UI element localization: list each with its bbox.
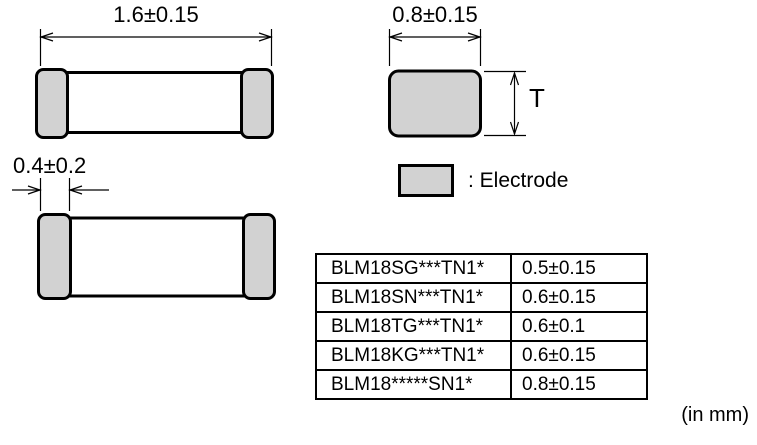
thickness-cell: 0.8±0.15: [510, 369, 648, 400]
part-number-cell: BLM18TG***TN1*: [315, 311, 512, 342]
arrowhead-left: [68, 185, 83, 195]
dim-electrode-lines: [12, 178, 109, 211]
dim-width-label: 0.8±0.15: [392, 2, 478, 27]
table-row: BLM18*****SN1* 0.8±0.15: [315, 369, 648, 400]
thickness-cell: 0.6±0.15: [510, 340, 648, 371]
arrowhead-right: [258, 32, 273, 42]
arrowhead-left: [388, 32, 403, 42]
dim-electrode-label: 0.4±0.2: [13, 153, 87, 178]
thickness-cell: 0.6±0.15: [510, 282, 648, 313]
dim-thickness-lines: [484, 70, 526, 137]
chip-side-view: [37, 213, 276, 300]
end-face-electrode: [388, 69, 482, 138]
part-number-cell: BLM18SG***TN1*: [315, 253, 512, 284]
arrowhead-right: [27, 185, 42, 195]
table-row: BLM18SN***TN1* 0.6±0.15: [315, 282, 648, 313]
dim-length-label: 1.6±0.15: [113, 2, 199, 27]
chip-end-view: [388, 69, 482, 138]
arrowhead-down: [509, 121, 520, 136]
thickness-table: BLM18SG***TN1* 0.5±0.15 BLM18SN***TN1* 0…: [315, 253, 648, 400]
thickness-cell: 0.5±0.15: [510, 253, 648, 284]
dim-width-lines: [388, 29, 482, 66]
left-electrode: [37, 213, 72, 300]
table-row: BLM18TG***TN1* 0.6±0.1: [315, 311, 648, 342]
chip-body: [48, 71, 262, 134]
part-number-cell: BLM18KG***TN1*: [315, 340, 512, 371]
part-number-cell: BLM18*****SN1*: [315, 369, 512, 400]
left-electrode: [35, 68, 69, 139]
table-row: BLM18SG***TN1* 0.5±0.15: [315, 253, 648, 284]
electrode-swatch: [398, 164, 454, 197]
arrowhead-right: [467, 32, 482, 42]
dim-length-lines: [39, 29, 273, 66]
right-electrode: [240, 68, 274, 139]
table-row: BLM18KG***TN1* 0.6±0.15: [315, 340, 648, 371]
units-note: (in mm): [681, 404, 749, 426]
chip-body: [50, 216, 264, 298]
right-electrode: [242, 213, 276, 300]
thickness-cell: 0.6±0.1: [510, 311, 648, 342]
part-number-cell: BLM18SN***TN1*: [315, 282, 512, 313]
arrowhead-left: [39, 32, 54, 42]
chip-top-view: [35, 68, 274, 139]
thickness-symbol-label: T: [529, 83, 545, 113]
electrode-legend: : Electrode: [398, 164, 568, 197]
electrode-legend-label: : Electrode: [468, 168, 569, 192]
arrowhead-up: [509, 71, 520, 86]
